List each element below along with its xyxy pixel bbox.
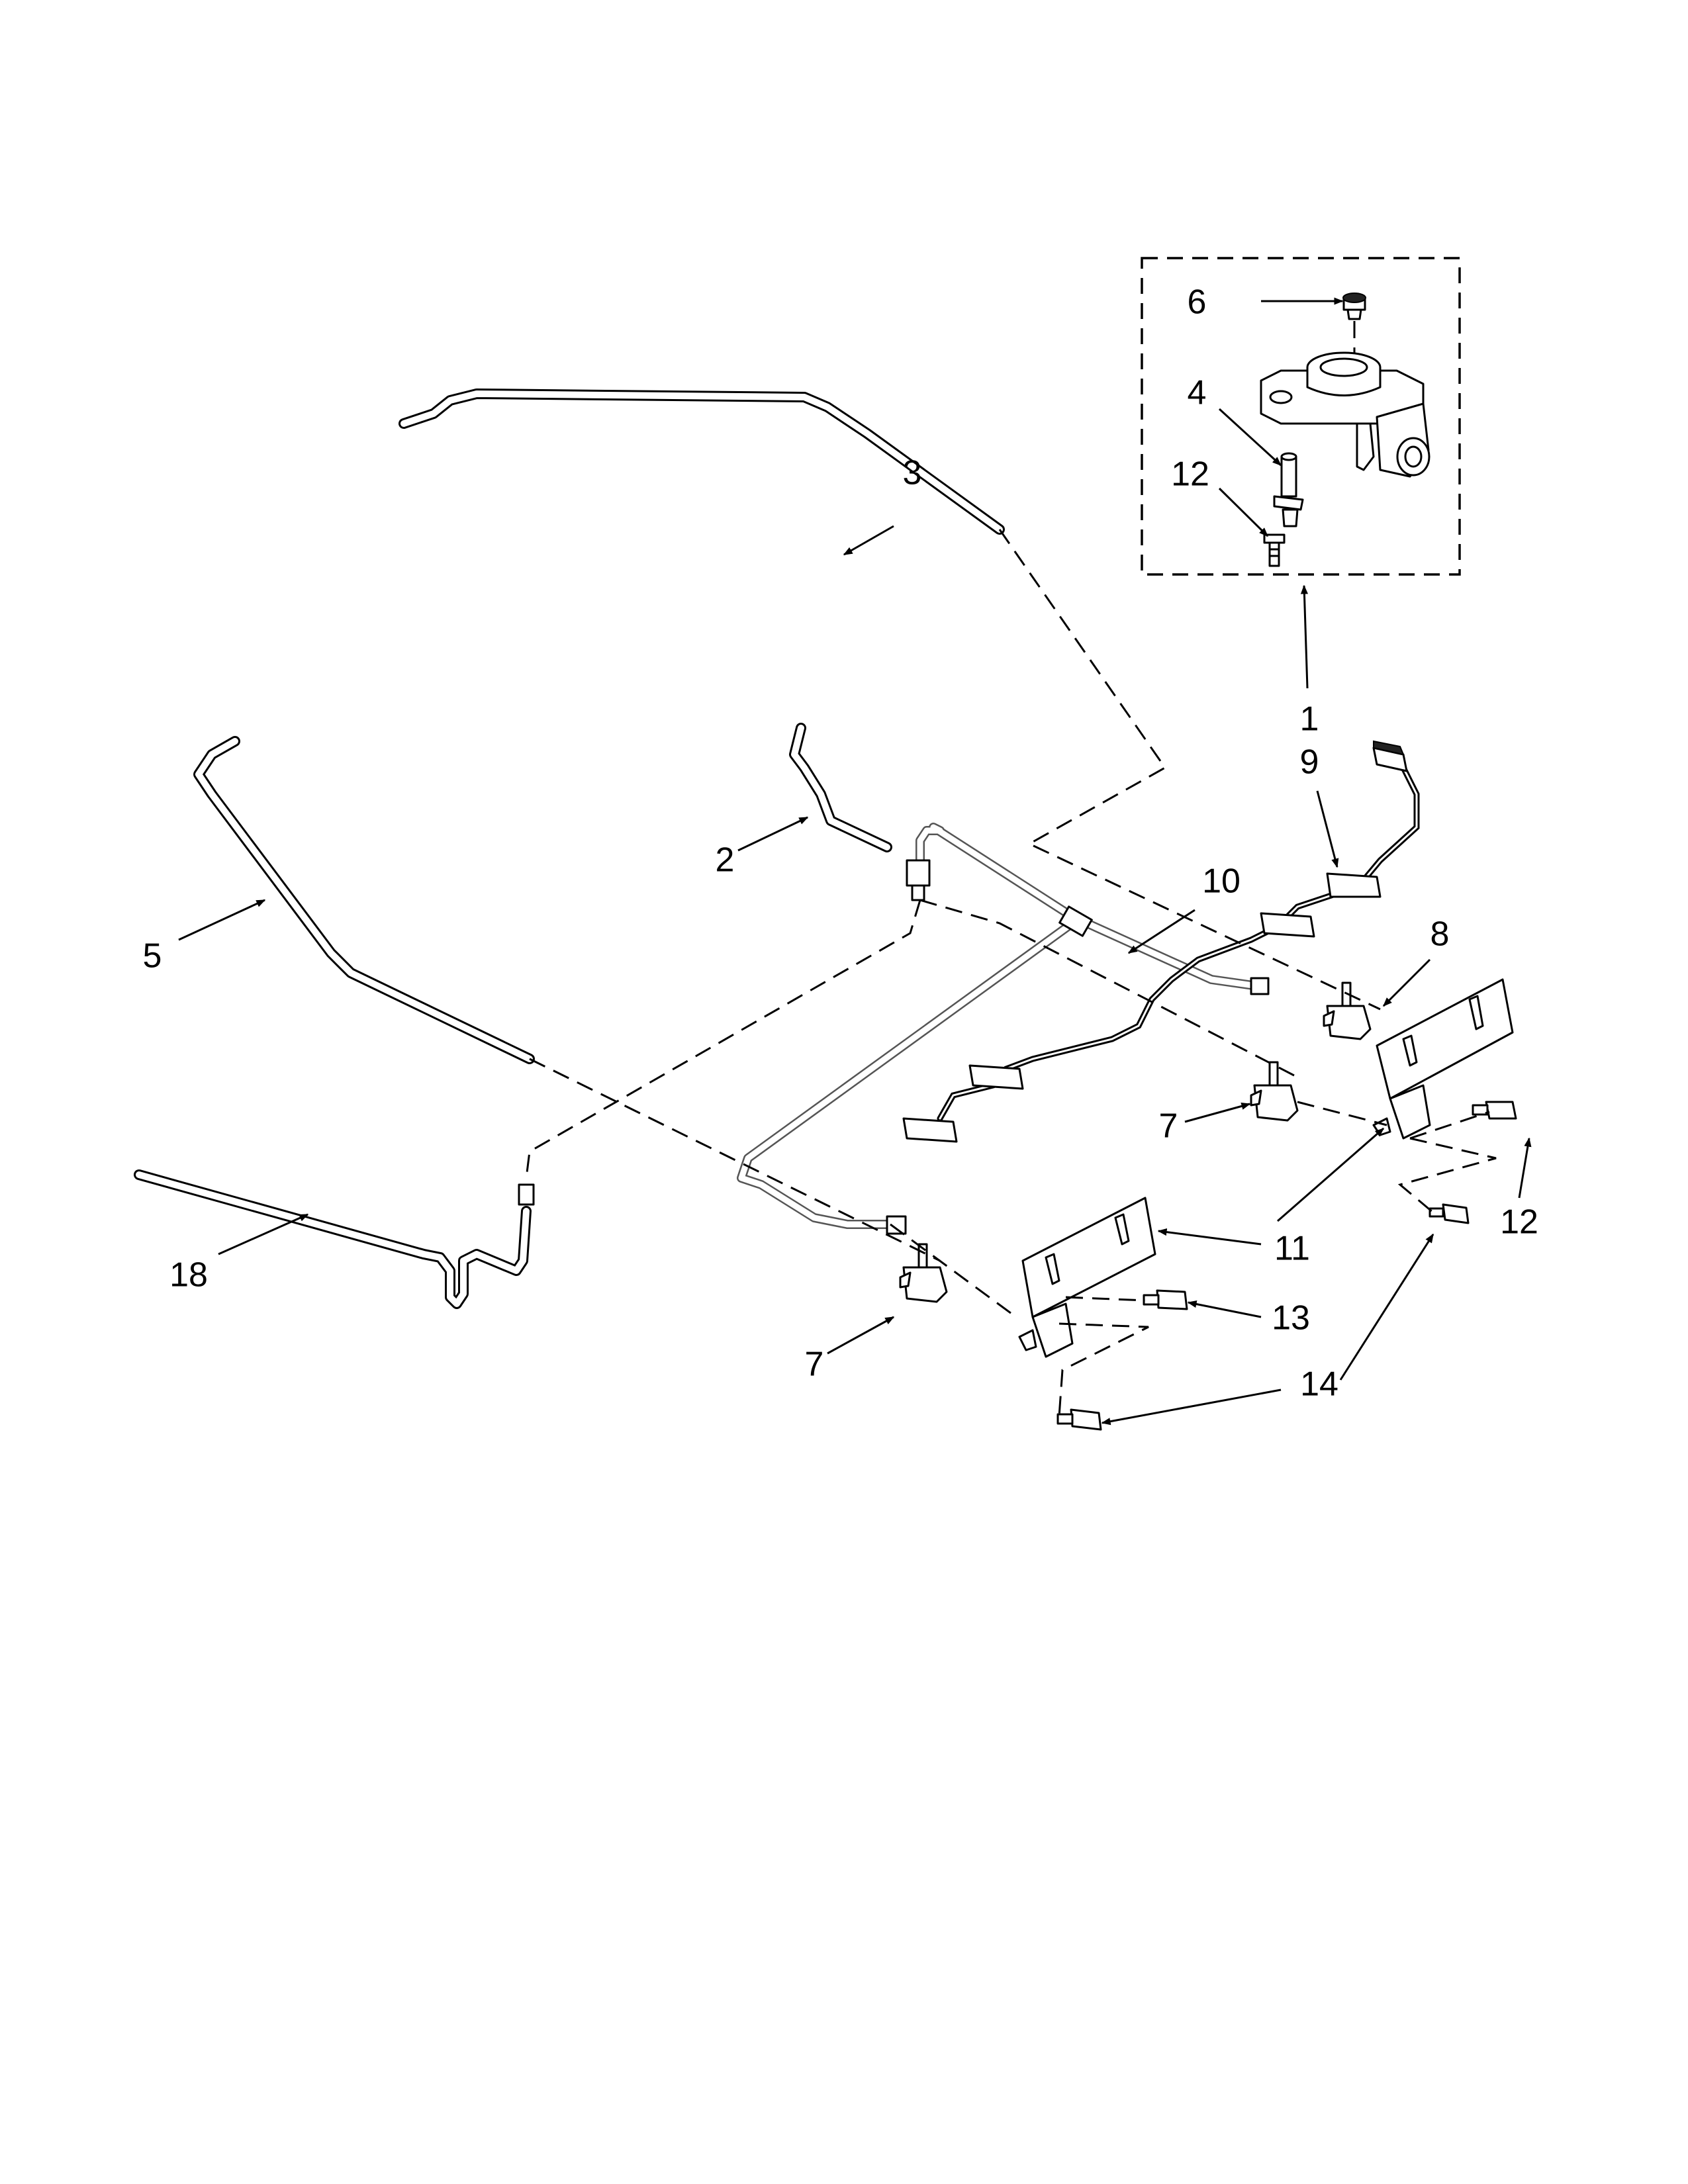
valve-8 — [1323, 981, 1372, 1040]
callout-1: 1 — [1300, 700, 1319, 739]
valve-7-upper — [1250, 1061, 1299, 1122]
tube-2 — [789, 723, 892, 852]
tube-18 — [134, 1169, 535, 1309]
callout-8: 8 — [1430, 915, 1450, 954]
orifice-cap — [1342, 293, 1366, 320]
bracket-11-right — [1372, 978, 1514, 1140]
assembly-dash-lines — [525, 529, 1497, 1417]
screw-14-right — [1429, 1203, 1470, 1224]
screw-12-left — [1143, 1289, 1188, 1310]
callout-12-right: 12 — [1500, 1203, 1538, 1242]
callout-4: 4 — [1188, 374, 1207, 412]
bracket-11-left — [1018, 1197, 1156, 1358]
callout-labels: 6 4 12 3 1 9 2 10 8 5 7 12 11 18 13 7 14 — [143, 283, 1538, 1404]
tube-3 — [399, 388, 1005, 535]
leader-arrows — [178, 297, 1532, 1426]
valve-7-lower — [899, 1243, 948, 1303]
callout-5: 5 — [143, 937, 162, 976]
callout-12-left: 13 — [1272, 1299, 1310, 1338]
callout-10: 10 — [1202, 862, 1241, 901]
callout-7-lower: 7 — [805, 1345, 824, 1384]
burner-base-assembly — [1260, 351, 1430, 478]
callout-9: 9 — [1300, 743, 1319, 782]
callout-18: 18 — [169, 1256, 208, 1295]
callout-11: 11 — [1274, 1230, 1310, 1268]
detail-box — [1141, 257, 1461, 576]
callout-13: 12 — [1171, 455, 1209, 494]
callout-6: 6 — [1188, 283, 1207, 322]
manifold-tubes — [737, 823, 1270, 1235]
screw-14-left — [1056, 1408, 1102, 1431]
tube-5 — [193, 736, 535, 1064]
screw-12-right — [1472, 1101, 1517, 1120]
igniter-clip — [902, 872, 1382, 1143]
callout-2: 2 — [716, 841, 735, 880]
callout-14: 14 — [1300, 1365, 1338, 1404]
electrode — [1273, 452, 1304, 527]
callout-3: 3 — [903, 454, 922, 492]
callout-7-upper: 7 — [1159, 1107, 1178, 1146]
electrode-screw — [1263, 533, 1286, 567]
